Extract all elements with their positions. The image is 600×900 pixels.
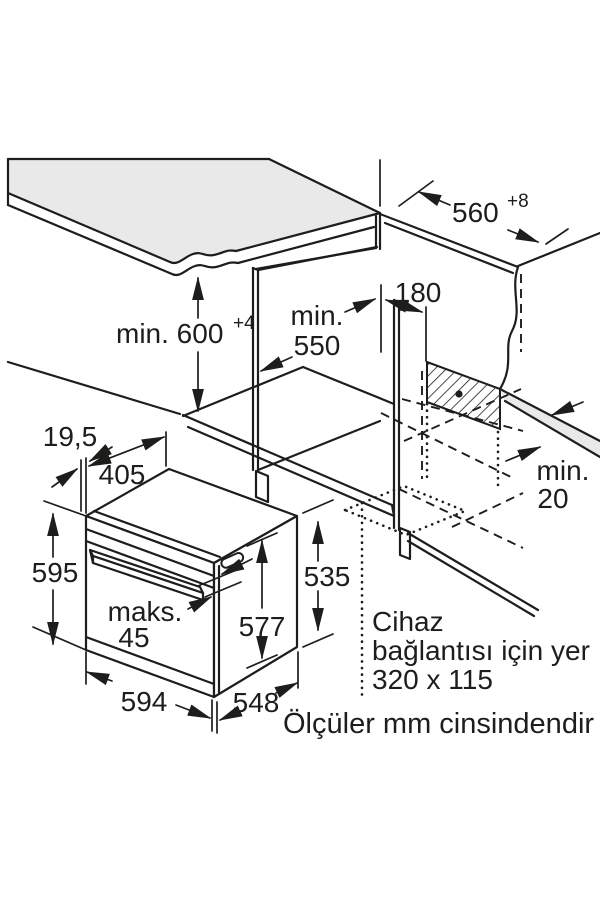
dim-label-45: 45: [118, 622, 149, 653]
dim-label-405: 405: [99, 459, 146, 490]
dim-label-20-prefix: min.: [537, 455, 590, 486]
hatched-connection-area: [426, 360, 501, 431]
dim-label-20: 20: [537, 483, 568, 514]
dim-label-595: 595: [32, 557, 79, 588]
note-line2: bağlantısı için yer: [372, 635, 590, 666]
note-line1: Cihaz: [372, 606, 444, 637]
dim-label-594: 594: [121, 686, 168, 717]
dim-label-600-sup: +4: [233, 313, 255, 334]
dim-front-height: 595: [32, 500, 87, 651]
connection-point-dot: [455, 390, 463, 398]
dim-body-height: 535: [302, 499, 351, 648]
dim-label-550: 550: [294, 330, 341, 361]
niche-cabinet: [6, 245, 396, 518]
dim-label-560-sup: +8: [507, 191, 529, 212]
dim-rear-gap: min. 20: [505, 400, 590, 514]
dim-label-180: 180: [395, 277, 442, 308]
dim-label-535: 535: [304, 561, 351, 592]
dim-top-depth: 405: [87, 431, 167, 490]
hidden-edges: [380, 371, 524, 549]
rear-panel: [392, 298, 540, 618]
connection-space-note: Cihaz bağlantısı için yer 320 x 115: [372, 606, 590, 695]
dim-handle-clearance: maks. 45: [108, 558, 253, 653]
note-line3: 320 x 115: [372, 664, 493, 695]
dim-label-195: 19,5: [43, 421, 98, 452]
right-wall: [378, 212, 600, 459]
connection-projection: [341, 402, 500, 697]
dim-label-550-prefix: min.: [291, 300, 344, 331]
oven: [84, 467, 299, 699]
dim-niche-height: min. 600 +4: [116, 276, 255, 413]
oven-handle: [88, 548, 205, 602]
dim-label-maks: maks.: [108, 596, 183, 627]
dim-label-600: min. 600: [116, 318, 223, 349]
worktop: [6, 157, 382, 277]
dim-body-depth: 548: [218, 651, 299, 721]
dim-niche-width: 560 +8: [379, 159, 569, 245]
dim-door-height: 577: [239, 532, 286, 669]
units-note: Ölçüler mm cinsindendir: [283, 708, 594, 740]
dim-front-width: 594: [85, 651, 218, 734]
dim-label-577: 577: [239, 611, 286, 642]
dim-niche-depth: min. 550: [259, 298, 377, 372]
dim-connection-offset: 180: [384, 277, 442, 362]
dim-label-560: 560: [452, 197, 499, 228]
dim-label-548: 548: [233, 687, 280, 718]
